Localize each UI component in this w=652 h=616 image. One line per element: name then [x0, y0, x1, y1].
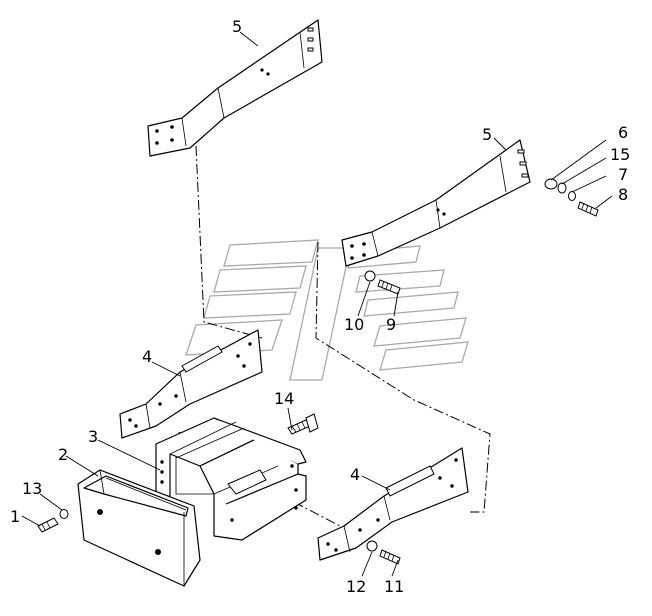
callout-15: 15: [610, 145, 630, 164]
callout-5-upper: 5: [232, 17, 242, 36]
fastener-1-13: [21, 493, 69, 533]
fastener-stack-right: [544, 139, 613, 217]
fastener-10-9: [357, 270, 401, 317]
callout-12: 12: [346, 577, 366, 596]
callout-4-right: 4: [350, 465, 360, 484]
callout-11: 11: [384, 577, 404, 596]
bolt-8-shape: [577, 201, 599, 217]
callout-9: 9: [386, 315, 396, 334]
part-5-upper-rail: [147, 19, 323, 157]
callout-2: 2: [58, 445, 68, 464]
callout-13: 13: [22, 479, 42, 498]
callout-leaders: [65, 31, 507, 491]
part-5-right-rail: [341, 139, 531, 267]
callout-labels: 5 5 6 15 7 8 10 9 4 14 3 2 4 13 1 12 11: [10, 17, 630, 596]
callout-14: 14: [274, 389, 294, 408]
callout-5-right: 5: [482, 125, 492, 144]
fastener-12-11: [361, 540, 401, 577]
washer-15-shape: [557, 182, 567, 194]
callout-10: 10: [344, 315, 364, 334]
callout-1: 1: [10, 507, 20, 526]
part-4-left-bracket: [119, 329, 263, 439]
washer-7-shape: [568, 191, 576, 201]
callout-6: 6: [618, 123, 628, 142]
callout-8: 8: [618, 185, 628, 204]
nut-6-shape: [544, 178, 558, 190]
part-2-box: [77, 469, 201, 587]
part-3-support-frame: [155, 417, 307, 541]
callout-3: 3: [88, 427, 98, 446]
callout-7: 7: [618, 165, 628, 184]
callout-4-left: 4: [142, 347, 152, 366]
part-4-right-bracket: [317, 447, 469, 561]
part-14-bolt: [287, 407, 319, 435]
